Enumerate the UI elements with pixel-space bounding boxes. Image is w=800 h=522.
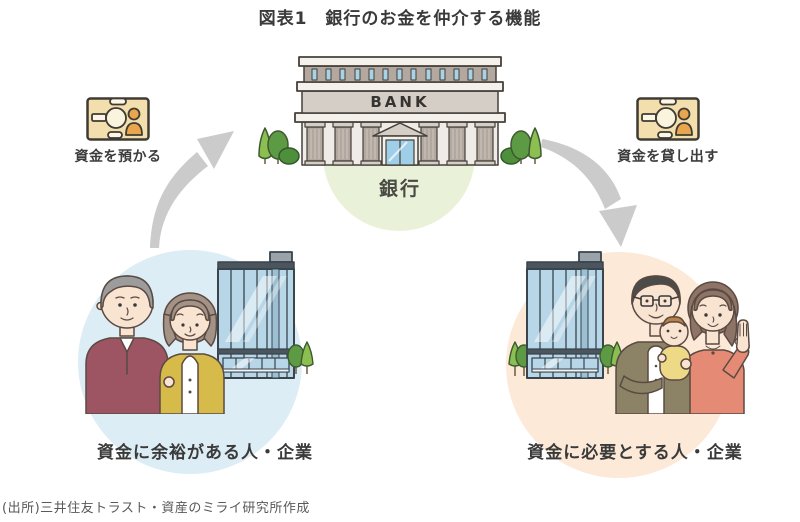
lend-flow: 資金を貸し出す — [588, 97, 748, 166]
bank-right-trees-icon — [500, 127, 542, 165]
baby — [657, 316, 692, 381]
elderly-couple-illustration — [85, 275, 225, 414]
surplus-entity-label: 資金に余裕がある人・企業 — [97, 443, 313, 463]
bank-upper-windows — [311, 68, 488, 81]
office-building-illustration — [217, 251, 314, 379]
demand-entity-label: 資金に必要とする人・企業 — [527, 443, 743, 463]
elderly-man — [85, 275, 169, 414]
bank-sign: BANK — [370, 93, 429, 111]
banknote-person-icon — [636, 97, 700, 141]
bank-label: 銀行 — [378, 178, 421, 200]
elderly-woman — [159, 292, 225, 414]
office-building-illustration — [508, 251, 624, 379]
deposit-flow: 資金を預かる — [36, 97, 200, 166]
lend-label: 資金を貸し出す — [617, 149, 719, 165]
banknote-person-icon — [86, 97, 150, 141]
bank-entrance — [372, 122, 428, 166]
family-with-baby-illustration — [615, 275, 750, 414]
bank-left-trees-icon — [258, 127, 300, 165]
bank-building-illustration: BANK — [258, 56, 542, 166]
deposit-label: 資金を預かる — [74, 149, 162, 165]
mother — [681, 281, 750, 414]
source-note: (出所)三井住友トラスト・資産のミライ研究所作成 — [2, 501, 310, 516]
figure-title: 図表1 銀行のお金を仲介する機能 — [258, 9, 542, 29]
street-trees-icon — [287, 341, 314, 374]
